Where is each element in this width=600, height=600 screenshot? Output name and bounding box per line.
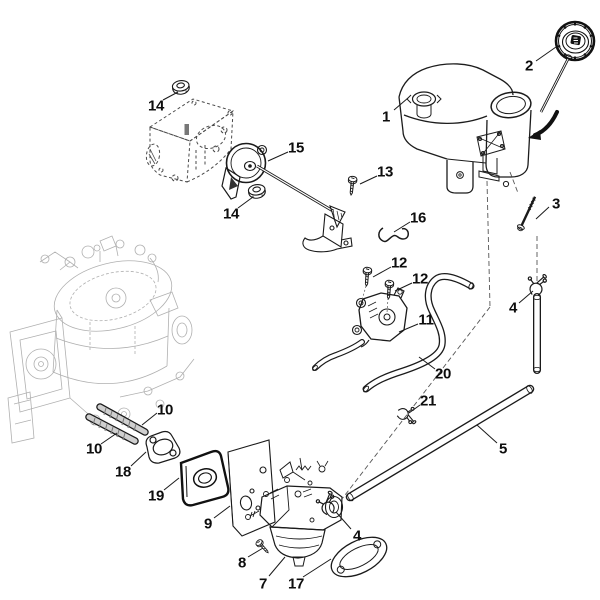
callout-2[interactable]: 2 bbox=[524, 57, 534, 75]
carburetor-insulator bbox=[179, 449, 230, 507]
screw-8 bbox=[254, 538, 272, 556]
callout-1[interactable]: 1 bbox=[381, 108, 391, 126]
fuel-hose-20 bbox=[362, 273, 475, 393]
fuel-tank bbox=[398, 63, 532, 194]
callout-14a[interactable]: 14 bbox=[147, 97, 165, 115]
screw-12a bbox=[361, 266, 373, 287]
nut-14b bbox=[247, 182, 267, 200]
muffler bbox=[145, 98, 235, 183]
callout-10b[interactable]: 10 bbox=[85, 440, 103, 458]
fuel-cap bbox=[528, 20, 596, 140]
callout-4a[interactable]: 4 bbox=[508, 299, 518, 317]
hose-clamp-4a bbox=[525, 271, 548, 297]
fuel-pump bbox=[351, 287, 408, 348]
callout-10a[interactable]: 10 bbox=[156, 401, 174, 419]
callout-7[interactable]: 7 bbox=[258, 575, 268, 593]
callout-leader-lines bbox=[100, 46, 557, 578]
nut-14a bbox=[171, 78, 191, 96]
callout-3[interactable]: 3 bbox=[551, 195, 561, 213]
callout-18[interactable]: 18 bbox=[114, 463, 132, 481]
callout-21[interactable]: 21 bbox=[419, 392, 437, 410]
assembly-guide-lines bbox=[341, 171, 538, 500]
pump-hose bbox=[312, 339, 365, 371]
callout-16[interactable]: 16 bbox=[409, 209, 427, 227]
callout-12b[interactable]: 12 bbox=[411, 270, 429, 288]
manifold-gasket bbox=[145, 430, 181, 464]
callout-19[interactable]: 19 bbox=[147, 487, 165, 505]
callout-4b[interactable]: 4 bbox=[352, 527, 362, 545]
callout-15[interactable]: 15 bbox=[287, 139, 305, 157]
throttle-bracket bbox=[302, 205, 353, 253]
carburetor bbox=[245, 457, 344, 567]
callout-8[interactable]: 8 bbox=[237, 554, 247, 572]
tank-bolt bbox=[517, 196, 537, 232]
callout-14b[interactable]: 14 bbox=[222, 205, 240, 223]
bowl-gasket bbox=[330, 536, 388, 578]
spring-clip bbox=[378, 227, 409, 243]
fuel-line-5 bbox=[345, 293, 542, 502]
screw-12b bbox=[383, 279, 395, 300]
callout-11[interactable]: 11 bbox=[418, 311, 434, 329]
callout-20[interactable]: 20 bbox=[434, 365, 452, 383]
callout-13[interactable]: 13 bbox=[376, 163, 394, 181]
screw-13 bbox=[346, 175, 358, 196]
callout-5[interactable]: 5 bbox=[498, 440, 508, 458]
callout-17[interactable]: 17 bbox=[287, 575, 305, 593]
callout-9[interactable]: 9 bbox=[203, 515, 213, 533]
mounting-studs bbox=[85, 403, 149, 445]
heat-shield-plate bbox=[227, 439, 276, 537]
control-cover-and-rod bbox=[221, 142, 334, 213]
callout-12a[interactable]: 12 bbox=[390, 254, 408, 272]
